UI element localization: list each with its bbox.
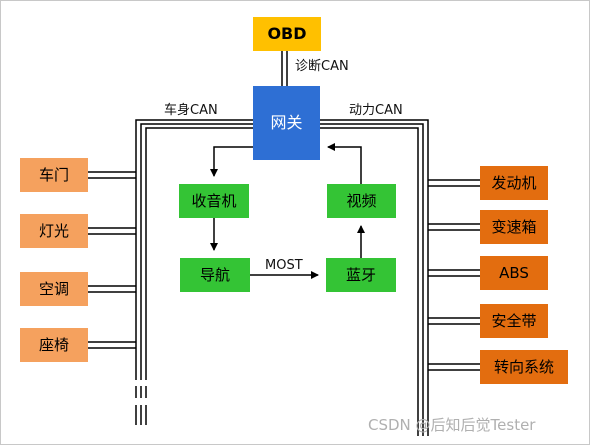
video-label: 视频	[346, 191, 377, 210]
multimedia-arrows	[210, 143, 365, 279]
powertrain-node-gearbox: 变速箱	[480, 210, 548, 244]
powertrain-can-label: 动力CAN	[349, 103, 403, 118]
body-node-label: 灯光	[38, 221, 69, 240]
obd-label: OBD	[267, 24, 307, 43]
body-can-bus	[135, 119, 253, 425]
watermark: CSDN @后知后觉Tester	[368, 416, 536, 434]
gateway-label: 网关	[270, 113, 303, 132]
powertrain-node-stubs	[428, 179, 480, 371]
gateway-node: 网关	[253, 86, 320, 160]
obd-node: OBD	[253, 17, 321, 51]
powertrain-node-label: 发动机	[491, 173, 537, 192]
powertrain-node-engine: 发动机	[480, 166, 548, 200]
diagnostic-can-label: 诊断CAN	[295, 59, 349, 74]
powertrain-node-label: 变速箱	[491, 217, 537, 236]
most-label: MOST	[265, 258, 303, 273]
body-node-ac: 空调	[20, 272, 88, 306]
body-node-label: 座椅	[38, 335, 69, 354]
body-node-seat: 座椅	[20, 328, 88, 362]
body-node-stubs	[88, 171, 136, 349]
navigation-node: 导航	[180, 258, 250, 292]
bluetooth-label: 蓝牙	[345, 265, 376, 284]
powertrain-can-bus	[320, 119, 429, 436]
powertrain-node-label: ABS	[499, 263, 529, 282]
body-node-door: 车门	[20, 158, 88, 192]
body-can-label: 车身CAN	[164, 103, 218, 118]
radio-node: 收音机	[179, 184, 249, 218]
powertrain-node-seatbelt: 安全带	[480, 304, 548, 338]
video-to-gateway-arrow	[327, 143, 362, 184]
video-node: 视频	[327, 184, 396, 218]
bluetooth-node: 蓝牙	[326, 258, 396, 292]
radio-label: 收音机	[191, 191, 237, 210]
diagnostic-can-line	[281, 51, 288, 86]
powertrain-node-label: 安全带	[491, 311, 537, 330]
powertrain-node-label: 转向系统	[493, 357, 554, 376]
body-node-lights: 灯光	[20, 214, 88, 248]
powertrain-node-abs: ABS	[480, 256, 548, 290]
gateway-to-radio-arrow	[210, 146, 253, 177]
body-node-label: 车门	[38, 165, 69, 184]
navigation-label: 导航	[199, 265, 230, 284]
body-node-label: 空调	[38, 279, 69, 298]
powertrain-node-steering: 转向系统	[480, 350, 568, 384]
